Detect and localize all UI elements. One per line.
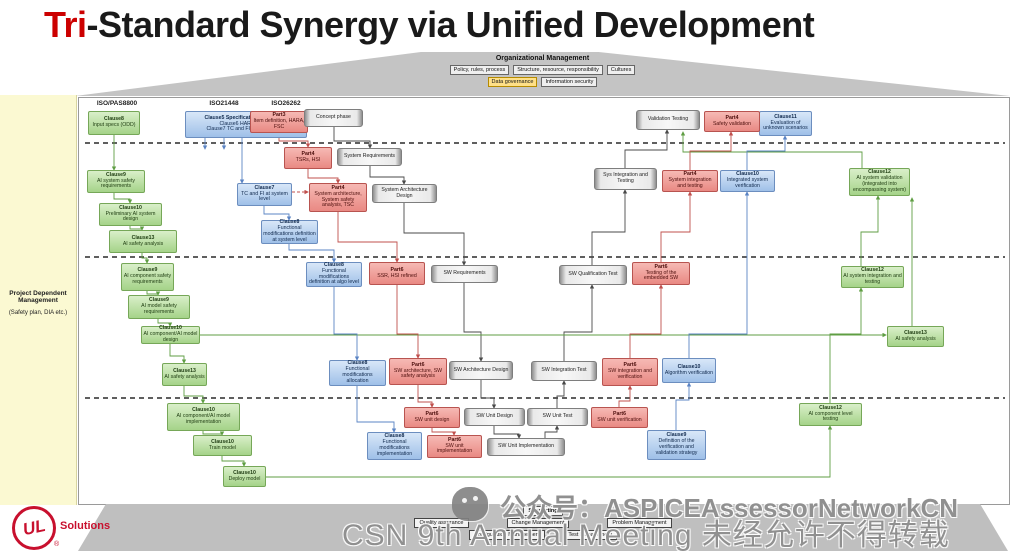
page-title: Tri-Standard Synergy via Unified Develop… xyxy=(44,4,815,46)
org-item: Policy, rules, process xyxy=(449,65,510,75)
org-item: Structure, resource, responsibility xyxy=(513,65,603,75)
support-banner-title: Supporting xyxy=(523,506,563,516)
support-item: Problem Management xyxy=(607,518,672,528)
support-item: Change Management xyxy=(506,518,570,528)
diagram-canvas xyxy=(78,97,1010,505)
support-row: Quality assurance Change Management Proble… xyxy=(78,518,1008,528)
sidebar-subtitle: (Safety plan, DIA etc.) xyxy=(8,310,68,316)
org-item: Data governance xyxy=(487,77,538,87)
title-highlight: Tri xyxy=(44,4,87,45)
org-banner-title: Organizational Management xyxy=(495,55,590,62)
support-banner-items: Quality assurance Change Management Proble… xyxy=(78,518,1008,540)
standard-header: ISO/PAS8800 xyxy=(96,100,138,107)
ul-logo-mark: UL xyxy=(20,515,47,540)
ul-logo-circle: UL xyxy=(12,506,56,550)
ul-solutions-logo: UL ® Solutions xyxy=(10,505,130,551)
ul-logo-registered-mark: ® xyxy=(54,541,60,548)
standard-header: ISO21448 xyxy=(209,100,239,107)
support-item: Configuration Management xyxy=(468,530,546,540)
ul-logo-solutions-label: Solutions xyxy=(60,520,111,532)
organizational-management-banner: Organizational Management Policy, rules,… xyxy=(75,52,1010,96)
org-item: Cultures xyxy=(606,65,636,75)
title-rest: -Standard Synergy via Unified Developmen… xyxy=(86,4,815,45)
sidebar-title: Project Dependent Management xyxy=(9,290,67,304)
supporting-process-banner: Supporting Quality assurance Change Manag… xyxy=(78,504,1008,551)
org-banner-content: Organizational Management Policy, rules,… xyxy=(433,55,653,87)
sidebar-text: Project Dependent Management (Safety pla… xyxy=(0,290,76,316)
support-item: Test Management xyxy=(563,530,618,540)
org-item: Information security xyxy=(541,77,598,87)
standard-header: ISO26262 xyxy=(271,100,301,107)
support-row: Configuration Management Test Management xyxy=(78,530,1008,540)
support-item: Quality assurance xyxy=(414,518,469,528)
project-dependent-sidebar: Project Dependent Management (Safety pla… xyxy=(0,95,77,505)
